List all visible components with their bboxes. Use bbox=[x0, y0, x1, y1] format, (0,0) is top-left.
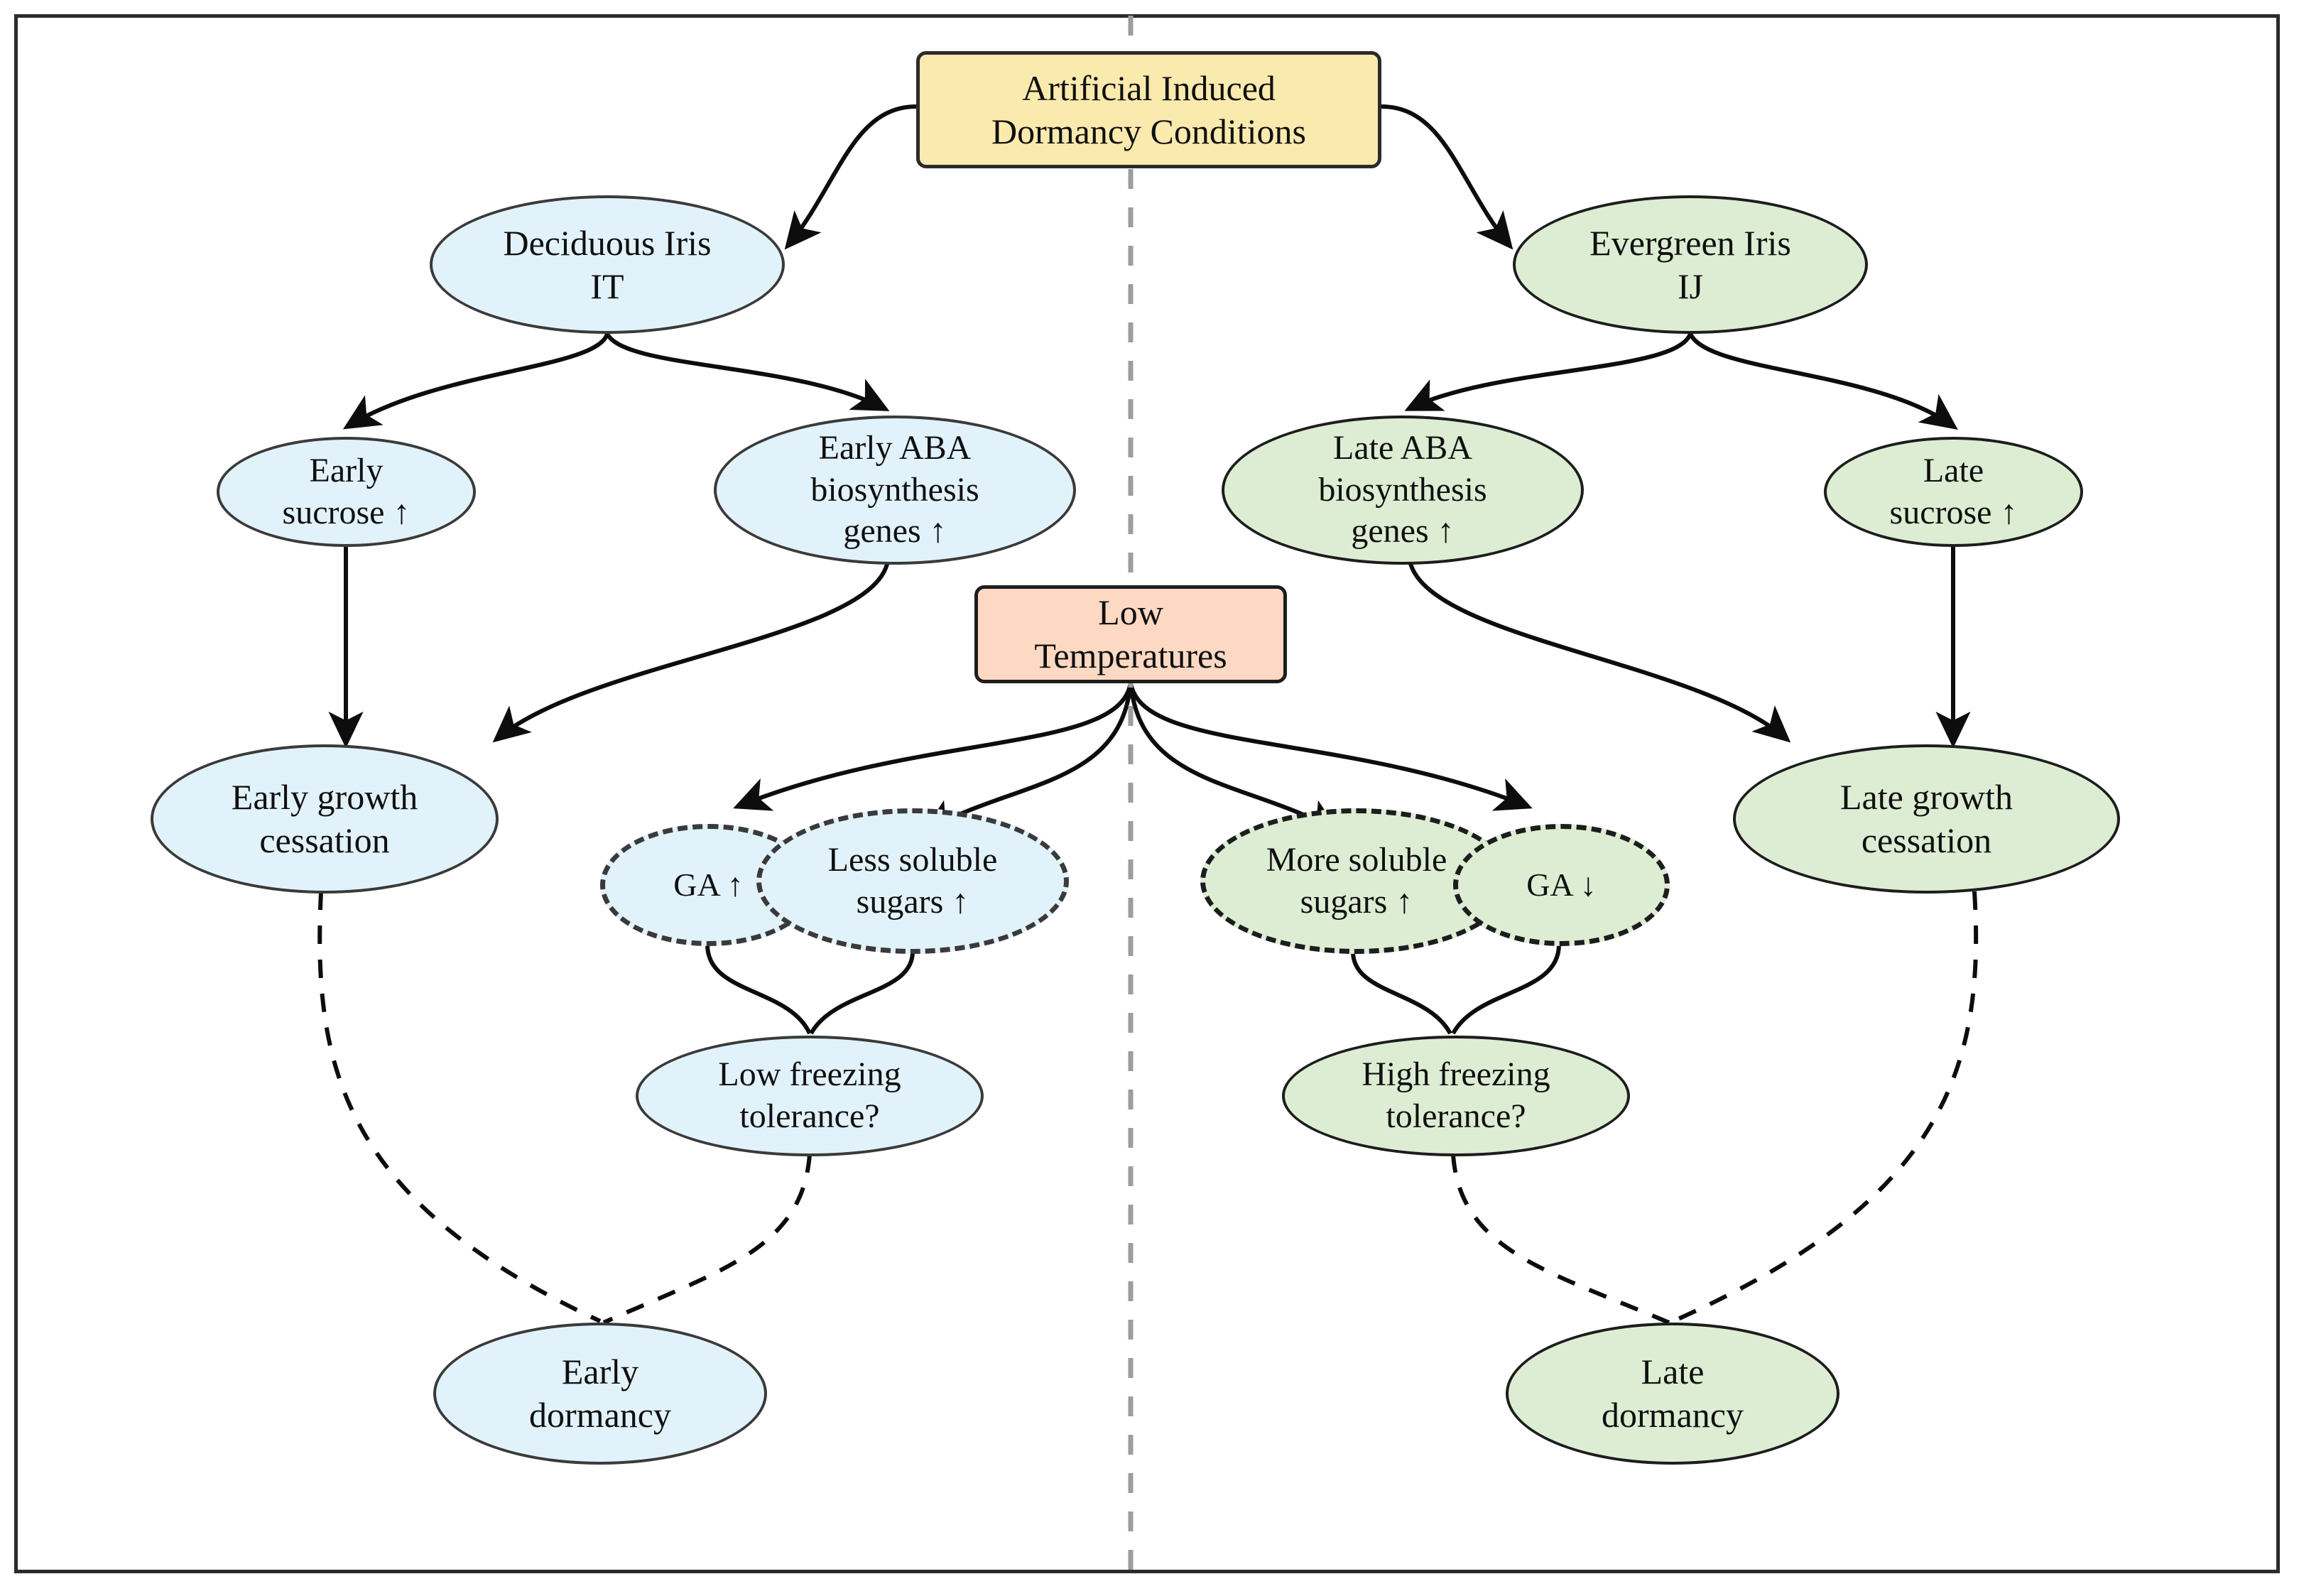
node-late-growth-cessation[interactable]: Late growth cessation bbox=[1733, 744, 2120, 894]
node-label: Early growth cessation bbox=[231, 777, 418, 860]
node-early-growth-cessation[interactable]: Early growth cessation bbox=[151, 744, 499, 894]
node-late-dormancy[interactable]: Late dormancy bbox=[1506, 1323, 1839, 1465]
node-label: Late dormancy bbox=[1602, 1352, 1744, 1435]
node-early-aba-biosynthesis-genes[interactable]: Early ABA biosynthesis genes ↑ bbox=[714, 416, 1076, 565]
node-high-freezing-tolerance[interactable]: High freezing tolerance? bbox=[1282, 1036, 1630, 1156]
node-late-aba-biosynthesis-genes[interactable]: Late ABA biosynthesis genes ↑ bbox=[1222, 416, 1584, 565]
node-label: More soluble sugars ↑ bbox=[1266, 840, 1447, 921]
node-label: High freezing tolerance? bbox=[1362, 1055, 1550, 1135]
node-label: Low freezing tolerance? bbox=[718, 1055, 901, 1135]
node-label: Low Temperatures bbox=[1034, 592, 1227, 675]
node-label: Late sucrose ↑ bbox=[1889, 451, 2018, 531]
node-early-sucrose[interactable]: Early sucrose ↑ bbox=[217, 437, 476, 547]
node-label: GA ↑ bbox=[673, 866, 744, 903]
node-label: GA ↓ bbox=[1526, 866, 1597, 903]
node-label: Deciduous Iris IT bbox=[503, 222, 712, 306]
node-early-dormancy[interactable]: Early dormancy bbox=[433, 1323, 767, 1465]
node-label: Early sucrose ↑ bbox=[282, 451, 411, 531]
node-label: Artificial Induced Dormancy Conditions bbox=[991, 67, 1307, 151]
node-label: Late growth cessation bbox=[1840, 777, 2013, 860]
node-evergreen-iris-ij[interactable]: Evergreen Iris IJ bbox=[1513, 195, 1868, 334]
node-label: Early ABA biosynthesis genes ↑ bbox=[810, 429, 979, 550]
node-label: Late ABA biosynthesis genes ↑ bbox=[1318, 429, 1487, 550]
node-low-temperatures[interactable]: Low Temperatures bbox=[974, 585, 1287, 683]
node-ga-up[interactable]: GA ↑ bbox=[600, 824, 817, 946]
node-less-soluble-sugars[interactable]: Less soluble sugars ↑ bbox=[756, 808, 1069, 954]
node-late-sucrose[interactable]: Late sucrose ↑ bbox=[1824, 437, 2083, 547]
node-ga-down[interactable]: GA ↓ bbox=[1453, 824, 1670, 946]
node-label: Less soluble sugars ↑ bbox=[827, 840, 998, 921]
node-artificial-induced-dormancy-conditions[interactable]: Artificial Induced Dormancy Conditions bbox=[916, 51, 1381, 168]
node-deciduous-iris-it[interactable]: Deciduous Iris IT bbox=[430, 195, 785, 334]
node-label: Evergreen Iris IJ bbox=[1589, 222, 1791, 306]
node-label: Early dormancy bbox=[529, 1352, 671, 1435]
node-low-freezing-tolerance[interactable]: Low freezing tolerance? bbox=[636, 1036, 984, 1156]
